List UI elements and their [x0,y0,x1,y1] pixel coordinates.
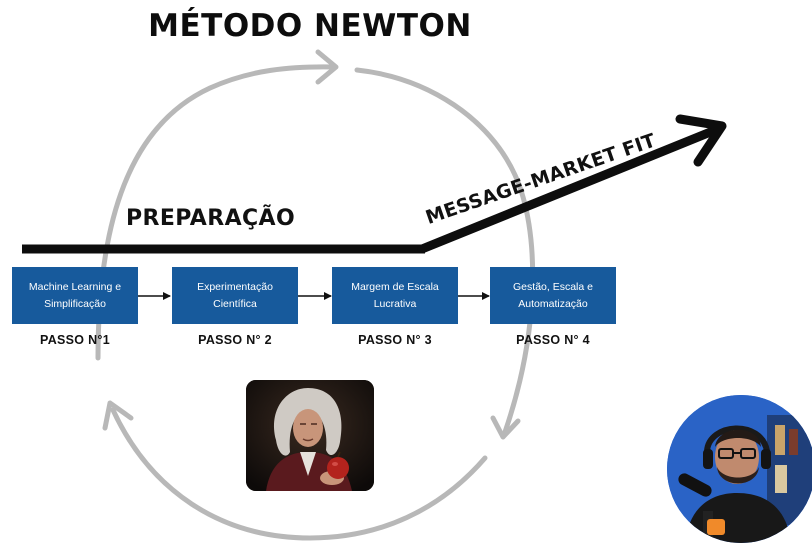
page-title: MÉTODO NEWTON [148,8,472,44]
step-3-line-1: Margem de Escala [351,280,439,293]
step-box-1: Machine Learning e Simplificação [12,267,138,324]
step-1-line-2: Simplificação [44,297,106,310]
step-4-label: PASSO N° 4 [516,333,590,347]
step-1-line-1: Machine Learning e [28,280,122,293]
cycle-arc-top-left [95,64,338,361]
step-3-label: PASSO N° 3 [358,333,432,347]
step-box-4: Gestão, Escala e Automatização [490,267,616,324]
cycle-arrows [95,49,536,541]
step-2-label: PASSO N° 2 [198,333,272,347]
cycle-arc-bottom [110,407,488,541]
step-4-line-1: Gestão, Escala e [513,280,593,293]
step-2-line-1: Experimentação [197,280,273,293]
step-3-line-2: Lucrativa [373,297,417,310]
step-2-line-2: Científica [213,297,257,310]
cycle-arrowhead-right [490,415,521,440]
cycle-arrowhead-left [102,400,134,431]
step-1-label: PASSO N°1 [40,333,110,347]
step-4-line-2: Automatização [518,297,588,310]
main-timeline [22,114,727,254]
newton-portrait-icon [246,380,374,491]
cycle-arc-right [354,67,536,435]
cycle-arrowhead-top [315,49,339,85]
fit-arrowhead [675,114,727,167]
fit-rising-line [417,126,718,254]
preparation-label: PREPARAÇÃO [126,206,296,231]
presenter-webcam-icon [667,395,812,543]
